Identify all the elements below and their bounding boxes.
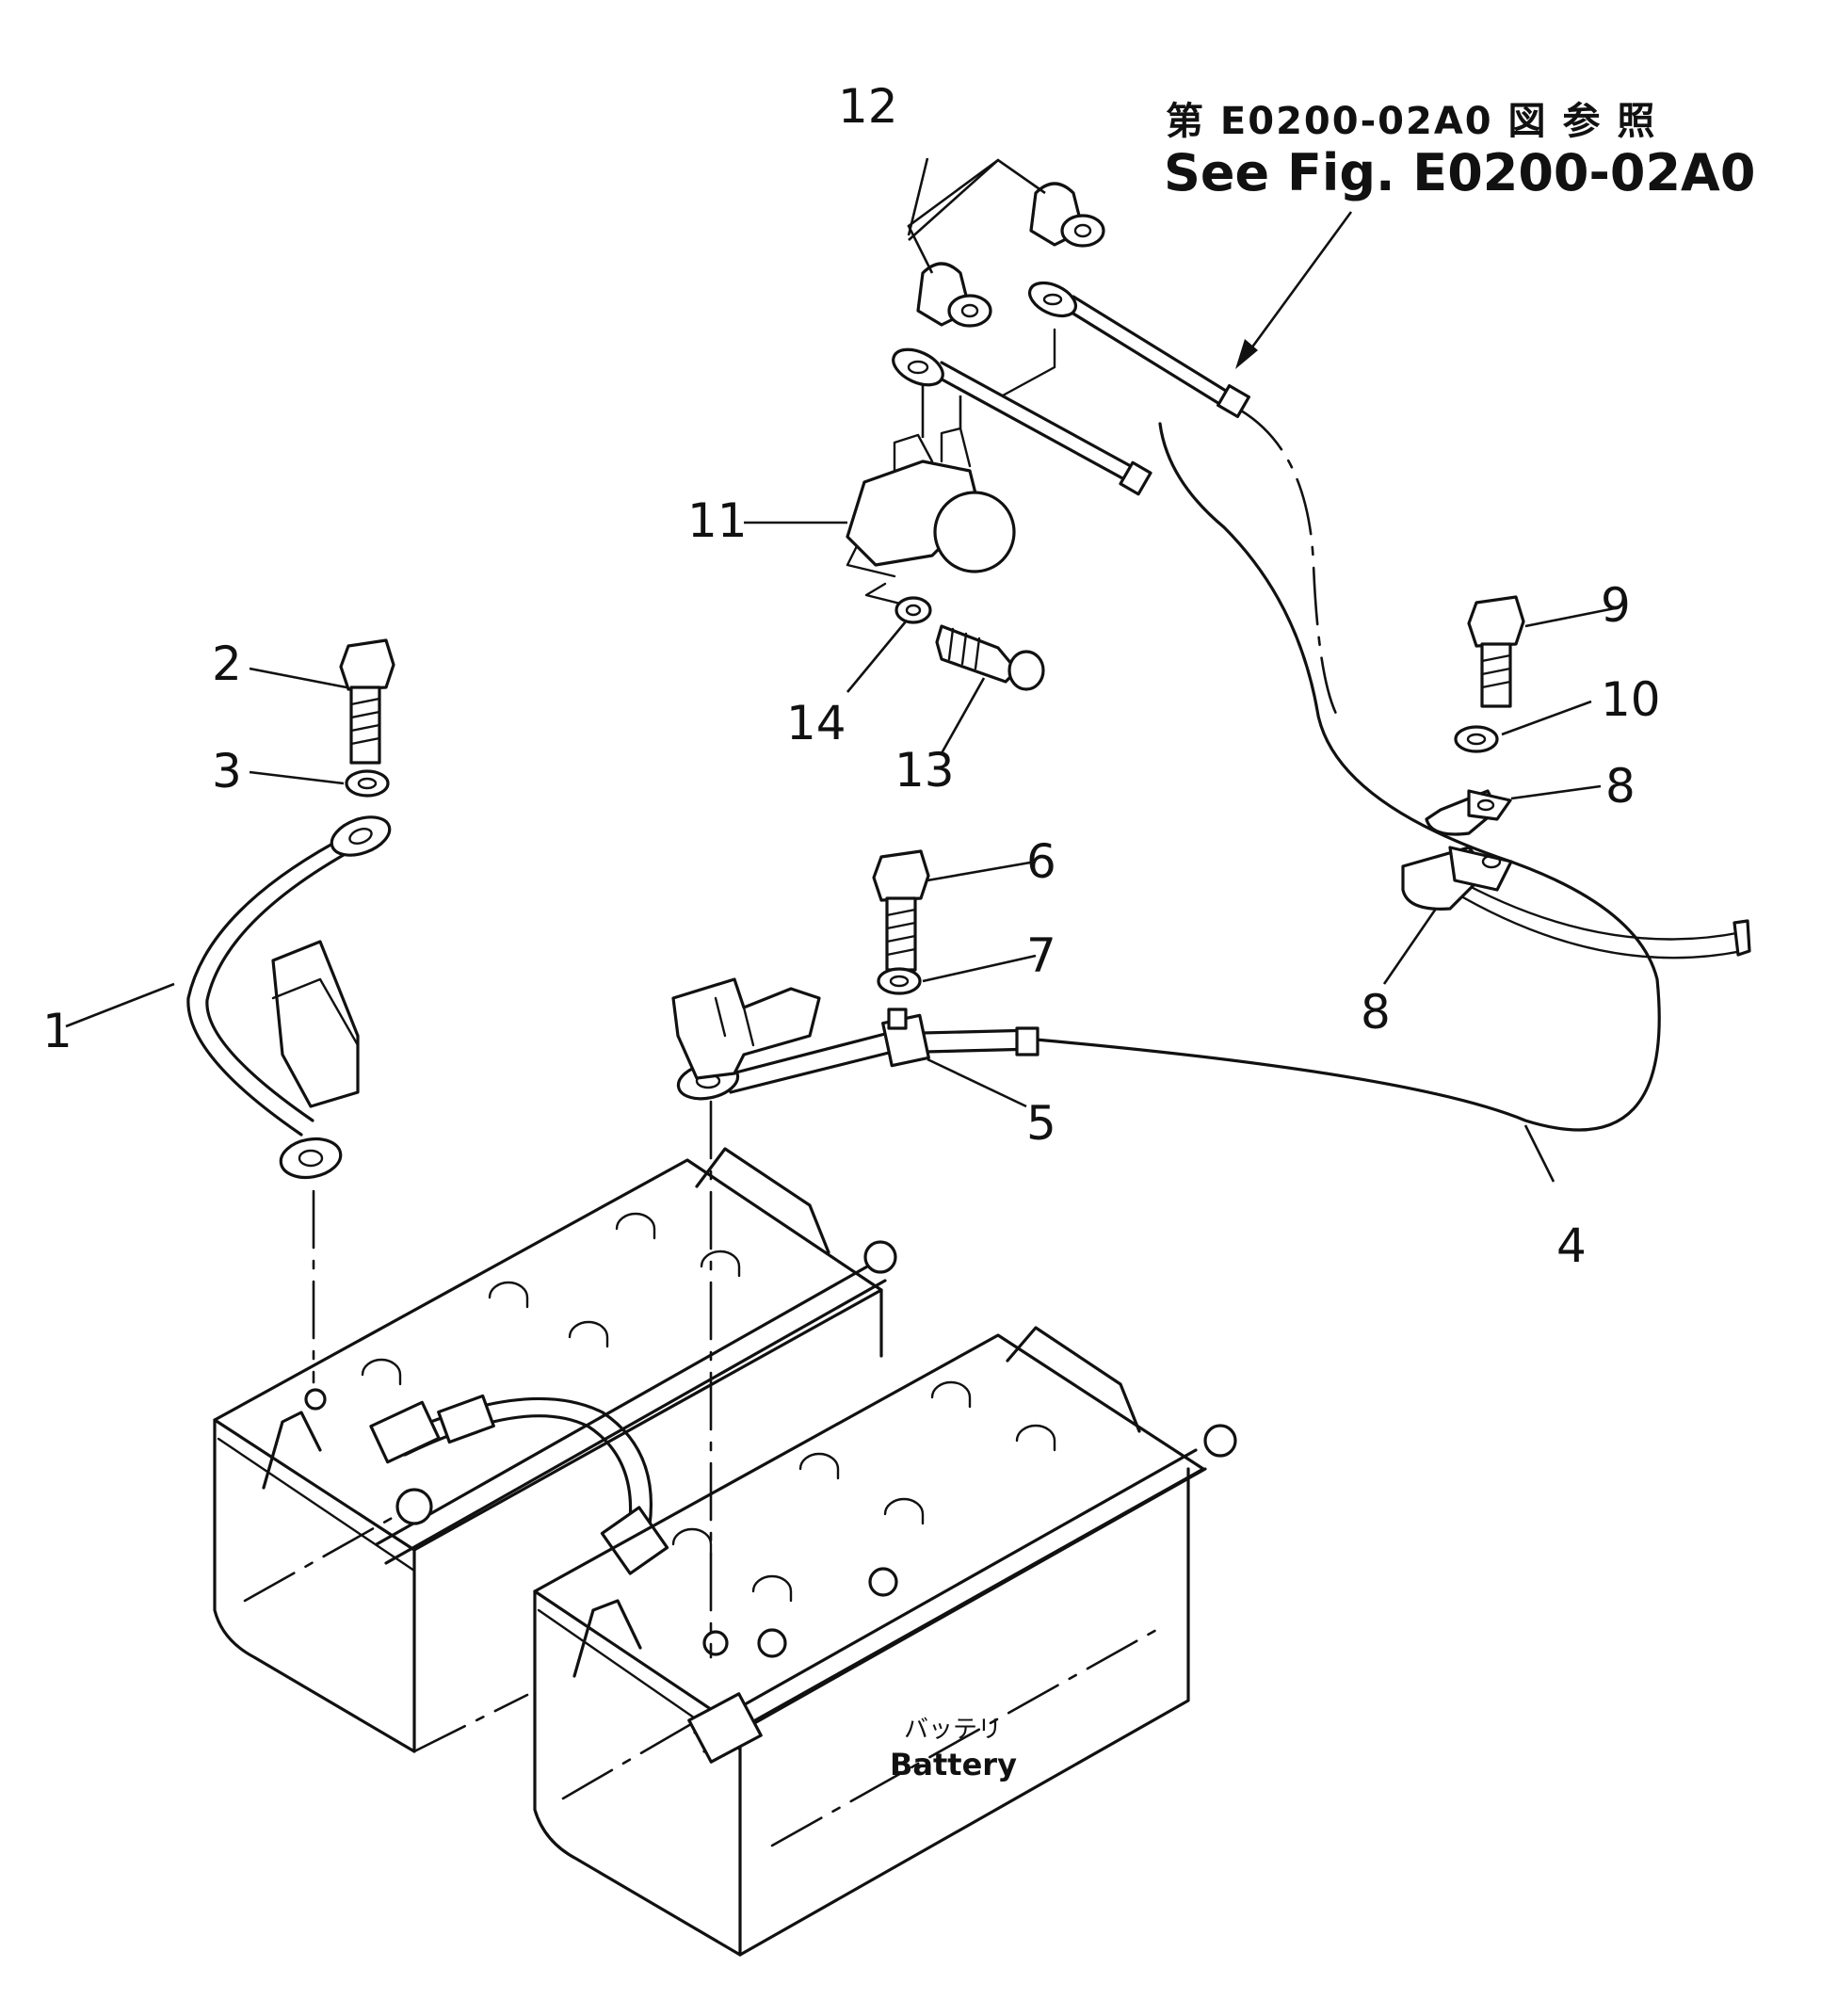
battery-front-left (533, 1589, 742, 1957)
part-14-washer (894, 596, 932, 624)
battery-rear-rim (217, 1437, 416, 1572)
callout-leaders (65, 157, 1620, 1183)
callout-9: 9 (1601, 578, 1631, 633)
battery-front-right (738, 1467, 1190, 1957)
battery-front-holddown (693, 1448, 1198, 1734)
reference-arrow-line (1239, 211, 1353, 363)
part-5-terminal-clip (671, 977, 1039, 1659)
battery-front: バッテリ Battery (533, 1326, 1237, 1957)
part-10-washer (1454, 725, 1499, 753)
callout-6: 6 (1026, 834, 1056, 889)
part-9-bolt (1467, 595, 1525, 708)
callout-3: 3 (212, 744, 242, 798)
part-3-washer (345, 769, 390, 798)
callout-5: 5 (1026, 1096, 1056, 1151)
part-8-clamp-upper (1425, 789, 1512, 836)
battery-front-handle-right (1006, 1326, 1141, 1433)
reference-japanese: 第 E0200-02A0 図 参 照 (1166, 100, 1656, 143)
battery-rear (213, 1147, 897, 1753)
part-2-bolt (339, 638, 395, 765)
battery-rear-holddown (375, 1260, 878, 1546)
relay-cables (892, 281, 1339, 718)
callout-11: 11 (687, 493, 748, 548)
callout-numbers: 1 2 3 4 5 6 7 8 8 9 10 11 12 13 14 (42, 79, 1661, 1273)
battery-interconnect-cable (369, 1394, 669, 1575)
callout-7: 7 (1026, 928, 1056, 983)
callout-1: 1 (42, 1004, 73, 1058)
battery-rear-handle-left (262, 1411, 322, 1490)
battery-rear-handle-right (695, 1147, 830, 1254)
battery-front-post-a (757, 1628, 787, 1658)
battery-rear-front-left (213, 1418, 416, 1753)
part-7-washer (877, 967, 922, 995)
part-1-cable (186, 815, 392, 1384)
battery-front-post-b (868, 1567, 898, 1597)
battery-rear-post (304, 1388, 327, 1411)
battery-front-holddown-nut (1203, 1424, 1237, 1458)
callout-8-lower: 8 (1361, 985, 1391, 1040)
callout-2: 2 (212, 637, 242, 691)
reference-english: See Fig. E0200-02A0 (1164, 143, 1755, 202)
callout-8-upper: 8 (1605, 759, 1636, 814)
callout-12: 12 (838, 79, 898, 134)
figure-reference: 第 E0200-02A0 図 参 照 See Fig. E0200-02A0 (1164, 100, 1755, 369)
battery-rear-bottom-hidden (412, 1693, 529, 1753)
part-13-bolt (935, 624, 1045, 691)
callout-14: 14 (786, 696, 846, 750)
part-4-main-cable (1034, 422, 1751, 1132)
battery-front-caps (671, 1380, 1056, 1603)
reference-arrowhead (1235, 339, 1258, 369)
battery-front-terminal (702, 1630, 729, 1656)
part-11-relay (846, 377, 1016, 606)
callout-13: 13 (894, 743, 955, 798)
callout-10: 10 (1601, 672, 1661, 727)
battery-rear-terminal (395, 1488, 433, 1525)
battery-label-english: Battery (890, 1747, 1017, 1782)
battery-front-handle-left (572, 1599, 642, 1678)
part-8-clamp-lower (1401, 846, 1513, 911)
callout-4: 4 (1556, 1218, 1587, 1273)
battery-rear-strap (243, 1514, 397, 1603)
battery-front-strap (561, 1702, 727, 1800)
battery-label-japanese: バッテリ (904, 1716, 1002, 1744)
part-6-bolt (872, 849, 930, 972)
battery-rear-holddown-nut (863, 1240, 897, 1274)
